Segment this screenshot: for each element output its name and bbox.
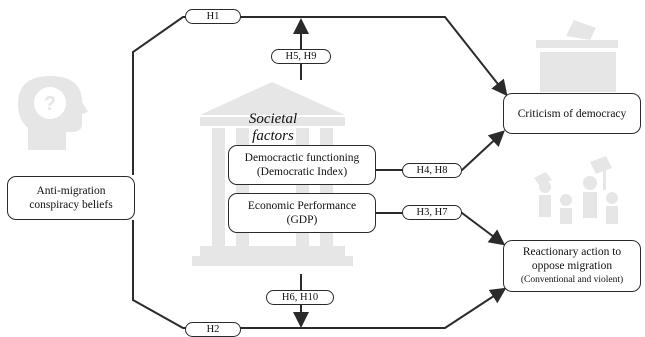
hypothesis-h4-h8-label: H4, H8 — [402, 163, 462, 178]
hypothesis-h3-h7-label: H3, H7 — [402, 205, 462, 220]
criticism-label: Criticism of democracy — [517, 107, 627, 120]
criticism-of-democracy-box: Criticism of democracy — [503, 93, 641, 134]
democratic-line1: Democractic functioning — [244, 152, 360, 164]
h2-connector — [132, 220, 507, 329]
economic-line1: Economic Performance — [247, 200, 357, 212]
societal-factors-title: Societal factors — [248, 111, 298, 144]
democratic-functioning-box: Democractic functioning (Democratic Inde… — [228, 145, 376, 185]
reactionary-line1: Reactionary action to — [522, 246, 622, 258]
reactionary-line2: oppose migration — [531, 260, 613, 272]
protest-crowd-icon — [534, 156, 618, 224]
hypothesis-h5-h9-label: H5, H9 — [271, 49, 331, 64]
hypothesis-h1-label: H1 — [185, 9, 241, 24]
question-head-icon: ? — [18, 76, 88, 150]
anti-migration-line1: Anti-migration — [36, 185, 106, 197]
h1-connector — [132, 16, 508, 175]
economic-performance-box: Economic Performance (GDP) — [228, 193, 376, 233]
reactionary-action-box: Reactionary action to oppose migration (… — [503, 240, 641, 292]
hypothesis-h2-label: H2 — [185, 322, 241, 337]
anti-migration-line2: conspiracy beliefs — [29, 199, 113, 211]
ballot-box-icon — [536, 20, 618, 92]
svg-text:?: ? — [44, 93, 56, 115]
democratic-line2: (Democratic Index) — [256, 166, 348, 178]
anti-migration-beliefs-box: Anti-migration conspiracy beliefs — [7, 176, 135, 220]
reactionary-line3: (Conventional and violent) — [520, 275, 624, 285]
hypothesis-h6-h10-label: H6, H10 — [266, 290, 334, 305]
economic-line2: (GDP) — [286, 214, 318, 226]
